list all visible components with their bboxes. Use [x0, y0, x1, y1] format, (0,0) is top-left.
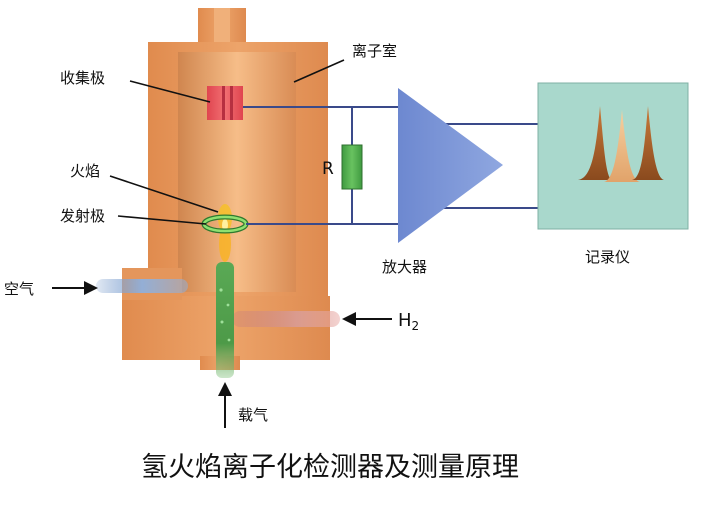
carrier-gas-column: [216, 262, 234, 378]
label-ion-chamber: 离子室: [352, 42, 397, 60]
chromatogram-peak-right: [632, 106, 664, 180]
label-emitter: 发射极: [60, 207, 105, 225]
label-carrier-gas: 载气: [238, 406, 268, 424]
label-air: 空气: [4, 280, 34, 298]
label-hydrogen-sub: 2: [412, 319, 420, 333]
resistor: [341, 144, 363, 190]
chromatogram-peak-middle: [604, 110, 640, 182]
air-arrow: [52, 281, 98, 295]
figure-caption: 氢火焰离子化检测器及测量原理: [141, 452, 519, 483]
collector-electrode: [207, 86, 243, 120]
recorder-box: [537, 82, 689, 230]
label-flame: 火焰: [70, 162, 100, 180]
h2-arrow: [342, 312, 392, 326]
label-amplifier: 放大器: [382, 258, 427, 276]
label-resistor: R: [322, 159, 334, 179]
label-hydrogen-main: H: [398, 310, 412, 331]
flame: [218, 204, 232, 262]
leader-lines: [109, 59, 345, 225]
label-collector: 收集极: [60, 69, 105, 87]
amplifier-triangle: [398, 88, 503, 243]
air-inlet: [96, 268, 188, 300]
h2-inlet: [232, 311, 340, 327]
carrier-arrow: [218, 382, 232, 428]
circuit-wires: [243, 106, 538, 225]
label-recorder: 记录仪: [585, 248, 630, 266]
label-hydrogen: H2: [398, 310, 419, 333]
chromatogram-peak-left: [578, 106, 612, 180]
